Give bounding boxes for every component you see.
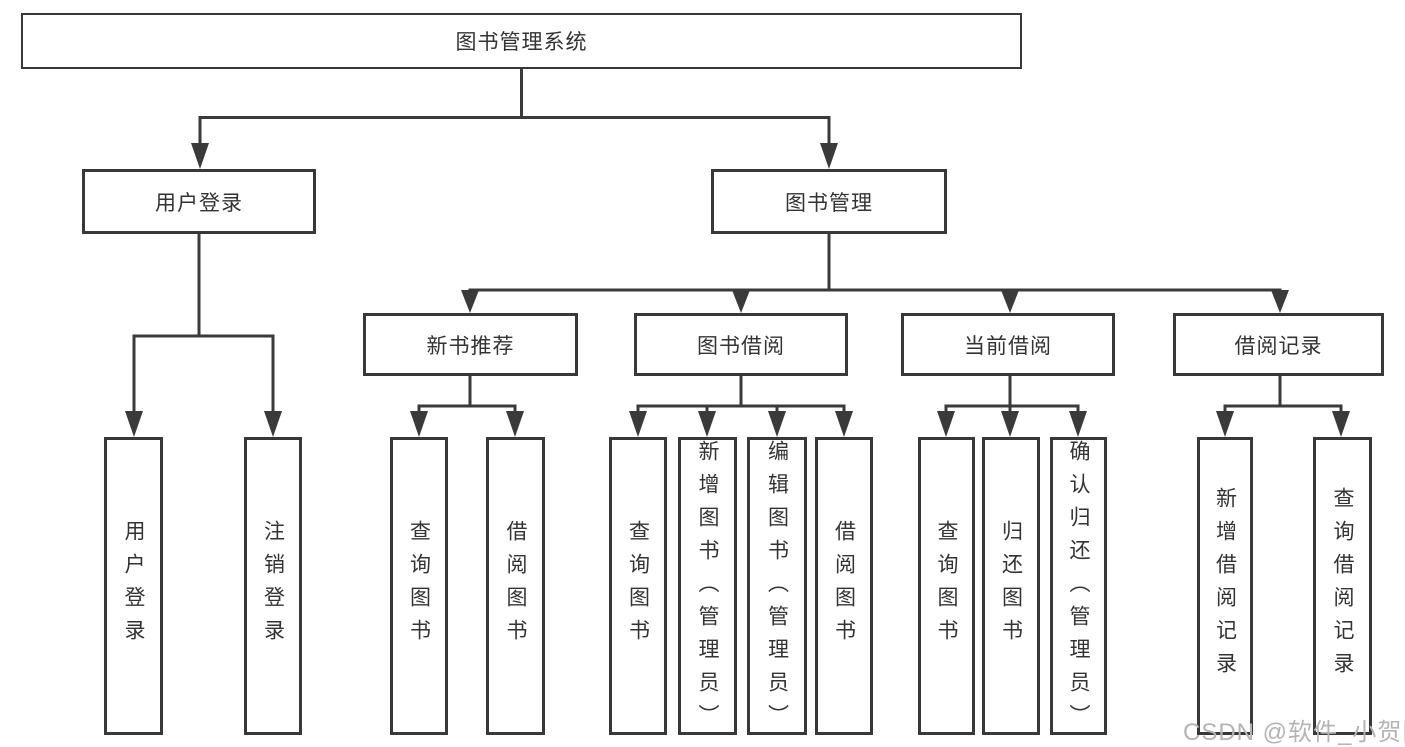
node-current-borrow-label: 当前借阅: [964, 334, 1052, 358]
leaf-label: 注销登录: [261, 520, 285, 652]
leaf-add-borrow-record: 新增借阅记录: [1197, 437, 1253, 735]
leaf-label: 查询图书: [626, 520, 650, 652]
leaf-label: 借阅图书: [832, 520, 856, 652]
node-root: 图书管理系统: [21, 13, 1022, 69]
leaf-confirm-return-admin: 确认归还（管理员）: [1050, 437, 1107, 737]
node-new-book-recommend: 新书推荐: [363, 313, 578, 376]
leaf-borrow-book: 借阅图书: [815, 437, 873, 735]
node-book-mgmt-label: 图书管理: [785, 191, 873, 215]
node-book-borrow-label: 图书借阅: [697, 334, 785, 358]
leaf-label: 新增借阅记录: [1213, 487, 1237, 685]
leaf-add-book-admin: 新增图书（管理员）: [678, 437, 737, 737]
node-current-borrow: 当前借阅: [901, 313, 1115, 376]
leaf-label: 新增图书（管理员）: [696, 440, 719, 737]
leaf-query-book-recommend: 查询图书: [390, 437, 448, 735]
leaf-label: 归还图书: [999, 520, 1023, 652]
leaf-query-book-current: 查询图书: [918, 437, 975, 735]
leaf-label: 查询借阅记录: [1331, 487, 1354, 685]
leaf-query-borrow-record: 查询借阅记录: [1313, 437, 1372, 735]
node-root-label: 图书管理系统: [455, 31, 588, 54]
node-borrow-records-label: 借阅记录: [1234, 334, 1323, 358]
leaf-return-book: 归还图书: [982, 437, 1040, 735]
leaf-user-login: 用户登录: [104, 437, 163, 735]
leaf-label: 确认归还（管理员）: [1067, 440, 1090, 737]
csdn-watermark: CSDN @软件_小贺同学: [1183, 719, 1405, 746]
node-user-login: 用户登录: [82, 169, 316, 234]
node-book-borrow: 图书借阅: [634, 313, 848, 376]
leaf-query-book-borrow: 查询图书: [609, 437, 667, 735]
leaf-edit-book-admin: 编辑图书（管理员）: [747, 437, 807, 737]
leaf-label: 编辑图书（管理员）: [765, 440, 789, 737]
leaf-logout: 注销登录: [244, 437, 302, 735]
leaf-label: 查询图书: [935, 520, 958, 652]
node-book-mgmt: 图书管理: [711, 169, 947, 234]
leaf-borrow-book-recommend: 借阅图书: [486, 437, 545, 735]
node-borrow-records: 借阅记录: [1173, 313, 1384, 376]
node-new-book-recommend-label: 新书推荐: [426, 334, 515, 358]
leaf-label: 用户登录: [122, 520, 145, 652]
node-user-login-label: 用户登录: [155, 191, 243, 215]
leaf-label: 查询图书: [407, 520, 431, 652]
leaf-label: 借阅图书: [504, 520, 527, 652]
